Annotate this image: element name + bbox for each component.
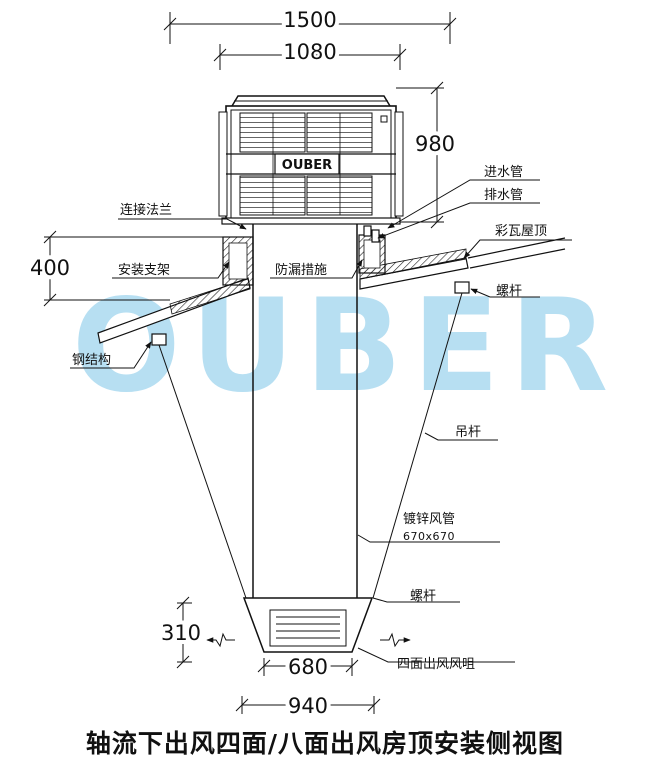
label-roof: 彩瓦屋顶 xyxy=(495,224,547,239)
dimension-overall-width xyxy=(163,12,457,44)
dimension-outlet-outer-width xyxy=(235,696,381,714)
outlet-outer-width-label: 940 xyxy=(288,694,328,718)
label-duct-size: 670x670 xyxy=(403,530,455,543)
leader-lines xyxy=(70,179,572,663)
label-bracket: 安装支架 xyxy=(118,263,170,278)
roof-height-label: 400 xyxy=(30,256,70,280)
galvanized-duct xyxy=(252,224,358,598)
dimension-outlet-inner-width xyxy=(257,658,359,676)
dimension-roof-height xyxy=(43,230,225,307)
outlet-inner-width-label: 680 xyxy=(288,655,328,679)
outlet-height-label: 310 xyxy=(161,621,201,645)
dimension-outlet-height xyxy=(176,596,192,669)
roof-structure xyxy=(97,237,566,344)
label-outlet: 四面出风风咀 xyxy=(397,657,475,672)
unit-width-label: 1080 xyxy=(283,40,336,64)
hanger-rods xyxy=(158,292,463,599)
airflow-arrows xyxy=(206,632,411,648)
label-hanger-rod: 吊杆 xyxy=(455,425,481,440)
label-duct: 镀锌风管 xyxy=(403,511,455,527)
label-screw-rod-bottom: 螺杆 xyxy=(410,589,436,604)
steel-structure-block xyxy=(151,333,167,346)
air-cooler-unit xyxy=(218,95,404,225)
overall-width-label: 1500 xyxy=(283,8,336,32)
label-flange: 连接法兰 xyxy=(120,202,172,218)
dimension-unit-width xyxy=(213,44,407,70)
screw-rod-top-block xyxy=(454,281,470,294)
watermark: OUBER xyxy=(72,272,618,421)
unit-brand-label: OUBER xyxy=(282,158,332,173)
four-way-outlet xyxy=(242,597,374,653)
unit-height-label: 980 xyxy=(415,132,455,156)
label-screw-rod-top: 螺杆 xyxy=(496,284,522,299)
mounting-bracket-left xyxy=(222,236,254,286)
label-water-inlet: 进水管 xyxy=(484,165,523,180)
label-steel-structure: 钢结构 xyxy=(72,353,111,368)
diagram-title: 轴流下出风四面/八面出风房顶安装侧视图 xyxy=(85,729,565,758)
label-drain: 排水管 xyxy=(484,188,523,203)
label-leak-proof: 防漏措施 xyxy=(275,262,327,278)
